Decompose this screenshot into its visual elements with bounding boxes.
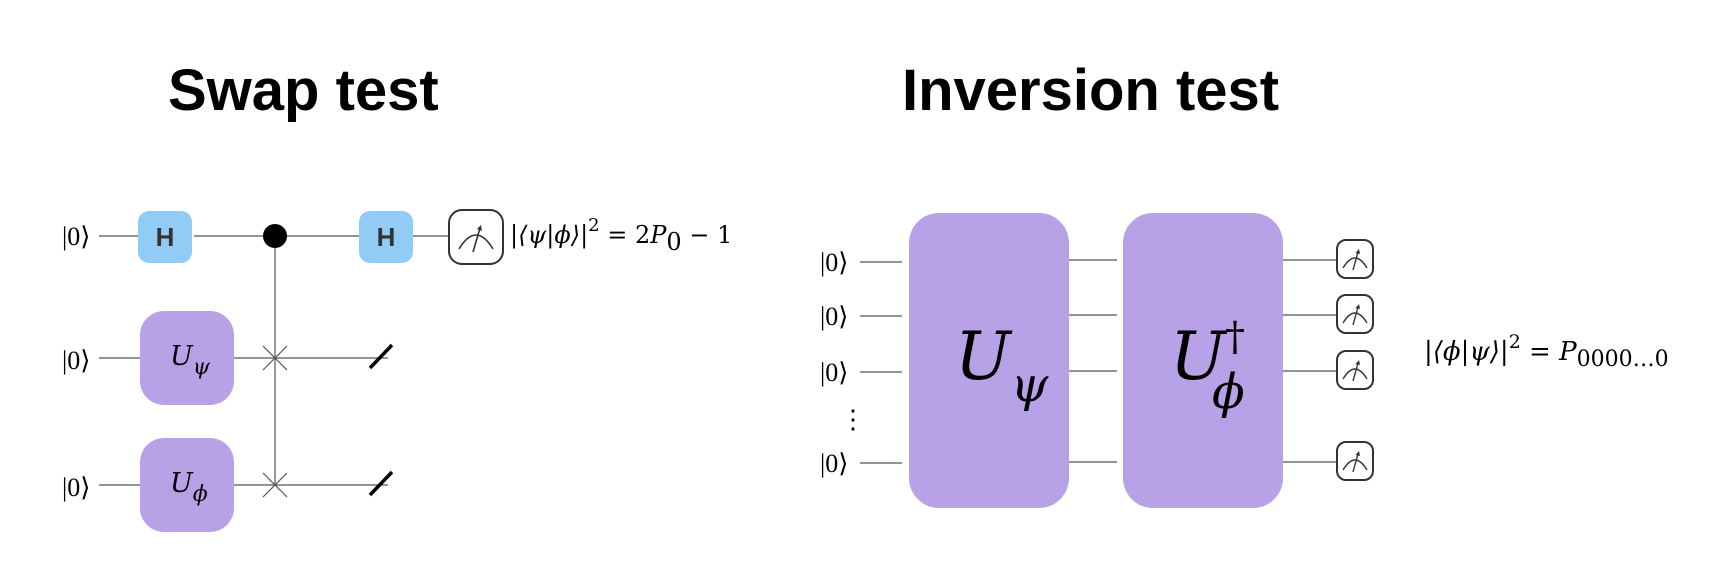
swap-cross-icon xyxy=(262,345,288,371)
svg-text:Uψ: Uψ xyxy=(170,341,211,380)
swap-test-panel: Swap test |0⟩ |0⟩ |0⟩ H H xyxy=(62,58,732,532)
control-dot-icon xyxy=(263,224,287,248)
h-gate-label: H xyxy=(377,222,396,252)
measurement-meter-icon xyxy=(1336,294,1374,334)
inv-u-phi-dagger-sup: † xyxy=(1225,314,1245,360)
svg-text:Uψ: Uψ xyxy=(955,318,1050,413)
u-psi-sub: ψ xyxy=(193,355,211,380)
inversion-test-title: Inversion test xyxy=(902,58,1279,123)
swap-cross-icon xyxy=(262,472,288,498)
swap-result-p-sub: 0 xyxy=(666,228,681,256)
swap-test-title: Swap test xyxy=(168,58,439,123)
discard-slash-icon xyxy=(368,343,394,370)
swap-input-ket-3: |0⟩ xyxy=(62,473,90,502)
inv-u-psi-sub: ψ xyxy=(1011,357,1050,413)
u-phi-sub: ϕ xyxy=(193,482,208,507)
u-psi-base: U xyxy=(170,341,194,372)
inv-u-psi-base: U xyxy=(955,318,1013,395)
swap-wires xyxy=(99,235,448,486)
swap-h-gate-right: H xyxy=(359,211,413,263)
h-gate-label: H xyxy=(156,222,175,252)
inv-u-phi-base: U xyxy=(1170,318,1228,395)
inv-input-ket-4: |0⟩ xyxy=(820,449,848,478)
inv-result-p-sub: 0000…0 xyxy=(1577,347,1669,372)
u-phi-base: U xyxy=(170,468,194,499)
inv-result-lhs: |⟨ϕ|ψ⟩| xyxy=(1424,337,1509,367)
svg-text:Uϕ: Uϕ xyxy=(170,468,208,507)
discard-slash-icon xyxy=(368,470,394,497)
swap-result-formula: |⟨ψ|ϕ⟩|2 = 2P0 − 1 xyxy=(510,215,732,256)
inv-result-p: P xyxy=(1558,337,1577,367)
measurement-meter-icon xyxy=(448,209,504,265)
inv-result-power: 2 xyxy=(1509,331,1521,353)
inv-u-psi-gate: Uψ xyxy=(909,213,1069,508)
inv-result-eq: = xyxy=(1521,337,1559,367)
swap-h-gate-left: H xyxy=(138,211,192,263)
swap-result-power: 2 xyxy=(588,215,599,236)
swap-u-psi-gate: Uψ xyxy=(140,311,234,405)
inv-u-phi-sub: ϕ xyxy=(1212,364,1245,420)
swap-result-tail: − 1 xyxy=(682,221,733,249)
inv-input-ket-2: |0⟩ xyxy=(820,302,848,331)
measurement-meter-icon xyxy=(1336,441,1374,481)
vertical-ellipsis: ⋮ xyxy=(840,405,866,434)
inv-input-ket-3: |0⟩ xyxy=(820,358,848,387)
swap-u-phi-gate: Uϕ xyxy=(140,438,234,532)
measurement-meter-icon xyxy=(1336,239,1374,279)
inversion-test-panel: Inversion test |0⟩ |0⟩ |0⟩ ⋮ |0⟩ Uψ xyxy=(820,58,1669,508)
swap-input-ket-2: |0⟩ xyxy=(62,346,90,375)
measurement-meter-icon xyxy=(1336,350,1374,390)
swap-result-lhs: |⟨ψ|ϕ⟩| xyxy=(510,221,588,250)
swap-input-ket-1: |0⟩ xyxy=(62,222,90,251)
inv-u-phi-dagger-gate: U † ϕ xyxy=(1123,213,1283,508)
swap-result-eq: = 2 xyxy=(600,221,651,249)
inv-input-ket-1: |0⟩ xyxy=(820,248,848,277)
inversion-wires xyxy=(860,259,1337,464)
swap-result-p: P xyxy=(649,221,667,249)
inversion-result-formula: |⟨ϕ|ψ⟩|2 = P0000…0 xyxy=(1424,331,1669,372)
